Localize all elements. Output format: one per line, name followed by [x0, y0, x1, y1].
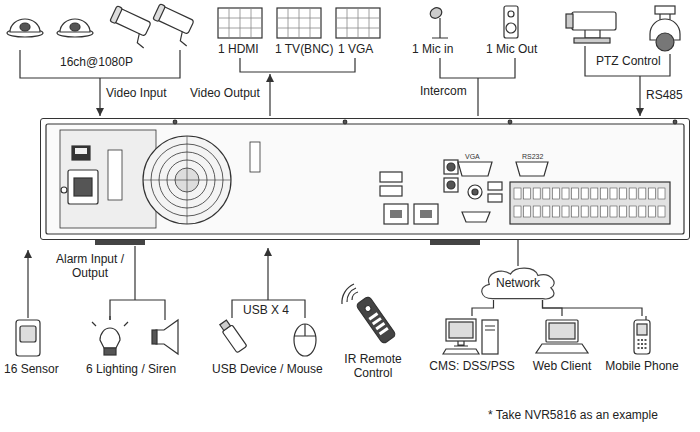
ir-remote-icon	[342, 284, 396, 344]
device-label: CMS: DSS/PSS	[426, 359, 518, 373]
monitor-icons	[218, 8, 380, 38]
device-label: Alarm Input / Output	[50, 252, 130, 280]
client-device: CMS: DSS/PSS	[426, 316, 518, 373]
network-cloud: Network	[478, 266, 559, 300]
laptop-icon	[532, 316, 592, 356]
device-label: Video Input	[106, 86, 167, 100]
arrow-line	[27, 250, 28, 318]
arrow-line	[639, 76, 640, 116]
pc-icon	[442, 316, 502, 356]
connector-line	[134, 246, 135, 300]
mouse-icon	[294, 324, 316, 356]
siren-icon	[152, 320, 178, 354]
bracket-line	[585, 46, 670, 76]
device-label: Video Output	[190, 86, 260, 100]
device-label: 1 TV(BNC)	[275, 42, 333, 56]
device-label: PTZ Control	[596, 54, 661, 68]
bracket-line	[232, 300, 305, 318]
microphone-icon	[428, 6, 448, 38]
bracket-line	[240, 58, 355, 72]
panel-feet	[95, 240, 480, 245]
bracket-line	[110, 300, 165, 320]
device-label: 6 Lighting / Siren	[86, 362, 176, 376]
device-label: Mobile Phone	[602, 359, 682, 373]
speaker-icon	[504, 6, 518, 38]
bracket-line	[20, 50, 180, 78]
connector-line	[477, 78, 478, 116]
arrow-line	[267, 248, 268, 300]
client-device: Mobile Phone	[602, 316, 682, 373]
device-label: USB X 4	[243, 303, 289, 317]
network-line	[517, 240, 518, 266]
device-label: Web Client	[529, 359, 595, 373]
usb-stick-icon	[218, 319, 247, 353]
network-line	[472, 300, 494, 316]
nvr-rear-panel	[46, 120, 684, 234]
ptz-camera-icons	[566, 6, 680, 51]
device-label: 1 Mic in	[412, 42, 453, 56]
device-label: Intercom	[420, 84, 467, 98]
device-label: 16 Sensor	[4, 362, 59, 376]
lighting-icon	[92, 316, 128, 355]
arrow-line	[269, 74, 270, 116]
arrow-line	[99, 78, 100, 116]
device-label: USB Device / Mouse	[212, 362, 323, 376]
device-label: 1 HDMI	[218, 42, 259, 56]
device-label: IR Remote Control	[338, 352, 408, 380]
device-label: 1 VGA	[338, 42, 373, 56]
phone-icon	[612, 316, 672, 356]
nvr-panel: VGA RS232	[40, 118, 690, 240]
sensor-icon	[16, 320, 40, 356]
network-label: Network	[496, 276, 540, 290]
device-label: 1 Mic Out	[486, 42, 537, 56]
camera-icons	[7, 4, 198, 48]
terminal-pins	[514, 188, 665, 217]
client-device: Web Client	[529, 316, 595, 373]
footnote: * Take NVR5816 as an example	[488, 408, 658, 422]
device-label: 16ch@1080P	[60, 55, 133, 69]
port-label: VGA	[465, 153, 480, 161]
network-line	[543, 300, 643, 316]
port-label: RS232	[522, 153, 543, 161]
bracket-line	[440, 58, 515, 78]
device-label: RS485	[646, 88, 683, 102]
